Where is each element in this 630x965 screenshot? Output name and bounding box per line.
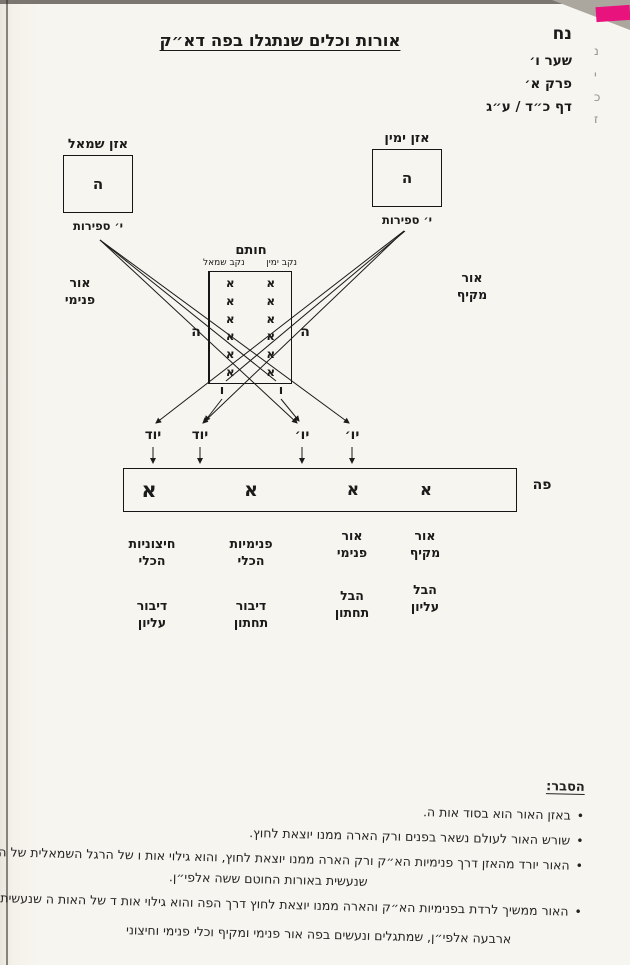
- alef-letter: א: [266, 276, 276, 290]
- bullet-marker: •: [576, 832, 584, 848]
- hotam-right-column: א א א א א א: [251, 272, 292, 383]
- alef-letter: א: [225, 347, 235, 362]
- scan-left-edge: [6, 0, 8, 965]
- alef-letter: א: [266, 293, 276, 308]
- section-name: נח: [552, 24, 572, 44]
- alef-letter: א: [225, 329, 235, 344]
- left-ear-sefirot: י׳ ספירות: [73, 219, 123, 233]
- header-block: נח שער ו׳ פרק א׳ דף כ״ד / ע״ג: [420, 24, 572, 122]
- left-ear-letter: ה: [92, 175, 104, 193]
- column-label-bottom: הבל תחתון: [334, 588, 370, 620]
- alef-letter: א: [225, 276, 235, 290]
- pink-highlight-tab: [595, 4, 630, 23]
- column-label-top: חיצוניות הכלי: [128, 536, 176, 568]
- hotam-box: א א א א א א א א א א א א: [208, 271, 292, 384]
- left-ear-label: אזן שמאל: [67, 137, 129, 152]
- bullet-marker: •: [576, 807, 585, 823]
- column-label-bottom: דיבור עליון: [136, 598, 168, 630]
- nostril-labels: נקב ימין נקב שמאל: [203, 258, 297, 268]
- nostril-left-label: נקב שמאל: [203, 258, 245, 268]
- hotam-vav-left: ו: [219, 383, 225, 398]
- right-ear-label: אזן ימין: [384, 131, 430, 146]
- hotam-he-left: ה: [191, 324, 201, 340]
- peh-alef: א: [346, 480, 360, 500]
- column-label-top: אור מקיף: [409, 528, 441, 560]
- right-ear-sefirot: י׳ ספירות: [382, 213, 432, 227]
- bullet-marker: •: [575, 857, 584, 873]
- hotam-he-right: ה: [300, 324, 310, 340]
- alef-letter: א: [266, 329, 276, 344]
- peh-box: א א א א: [123, 468, 517, 512]
- alef-letter: א: [266, 364, 276, 379]
- ref-chapter: פרק א׳: [524, 76, 572, 92]
- peh-label: פה: [532, 477, 552, 493]
- nostril-right-label: נקב ימין: [266, 258, 297, 268]
- left-ear-box: ה: [63, 155, 133, 213]
- bullet-text: באזן האור הוא בסוד אות ה.: [422, 804, 571, 823]
- surrounding-light-side-label: אור מקיף: [456, 270, 488, 302]
- alef-letter: א: [225, 364, 235, 379]
- hotam-left-column: א א א א א א: [209, 272, 251, 383]
- bullet-marker: •: [574, 903, 583, 919]
- ref-gate: שער ו׳: [529, 53, 572, 69]
- peh-alef: א: [419, 480, 432, 499]
- alef-letter: א: [266, 311, 276, 326]
- edge-mark: נ: [594, 44, 599, 58]
- bullet-text-continued: שנעשית באורות החוטם ששה אלפי״ן.: [168, 869, 368, 889]
- bullet-text: שורש האור לעולם נשאר בפנים ורק הארה ממנו…: [249, 825, 571, 848]
- yud-label: יו׳: [294, 427, 310, 443]
- explanation-section: הסבר: •באזן האור הוא בסוד אות ה. •שורש ה…: [0, 767, 585, 955]
- bullet-item: •האור ממשיך לרדת בפנימיות הא״ק והארה ממנ…: [0, 888, 583, 951]
- edge-mark: י: [594, 68, 597, 82]
- column-label-top: אור פנימי: [336, 528, 368, 560]
- column-label-bottom: דיבור תחתון: [233, 598, 269, 630]
- right-ear-box: ה: [372, 149, 442, 207]
- page-title: אורות וכלים שנתגלו בפה דא״ק: [159, 31, 401, 50]
- hotam-title: חותם: [235, 243, 267, 258]
- explanation-heading: הסבר:: [545, 779, 585, 795]
- bullet-text-continued: ארבעה אלפי״ן, שמתגלים ונעשים בפה אור פני…: [125, 922, 512, 947]
- yud-label: יוד: [144, 427, 162, 443]
- inner-light-side-label: אור פנימי: [64, 275, 96, 307]
- peh-alef: א: [244, 479, 258, 501]
- ref-page: דף כ״ד / ע״ג: [486, 99, 572, 115]
- scan-top-edge: [0, 0, 562, 4]
- hotam-vav-right: ו: [278, 383, 284, 398]
- edge-mark: ז: [594, 112, 599, 126]
- alef-letter: א: [225, 311, 235, 326]
- column-label-bottom: הבל עליון: [410, 582, 440, 614]
- bullet-item: •האור יורד מהאזן דרך פנימיות הא״ק ורק הא…: [0, 842, 584, 897]
- edge-mark: כ: [594, 90, 601, 104]
- yud-label: יו׳: [344, 427, 360, 443]
- peh-alef: א: [141, 478, 157, 502]
- alef-letter: א: [266, 347, 276, 362]
- alef-letter: א: [225, 293, 235, 308]
- column-label-top: פנימיות הכלי: [229, 536, 273, 568]
- yud-label: יוד: [191, 427, 209, 443]
- right-ear-letter: ה: [401, 169, 413, 187]
